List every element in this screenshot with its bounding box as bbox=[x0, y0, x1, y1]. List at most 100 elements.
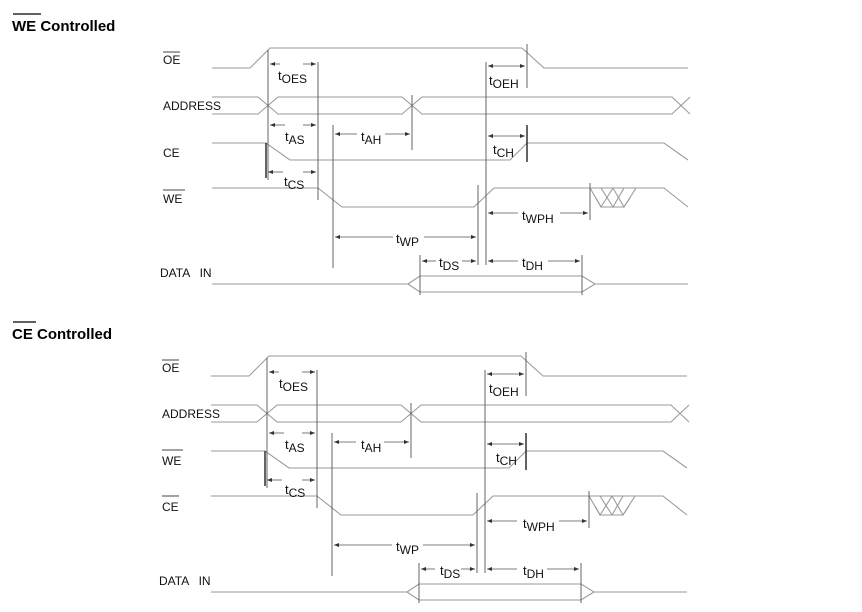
arrowhead bbox=[422, 259, 427, 263]
signal-label-data-in: DATA IN bbox=[159, 574, 211, 588]
timing-dimensions bbox=[267, 370, 587, 571]
arrowhead bbox=[310, 431, 315, 435]
row3-waveform bbox=[211, 450, 688, 469]
guide-lines bbox=[265, 44, 591, 295]
timing-label-twp: tWP bbox=[396, 231, 419, 249]
arrowhead bbox=[520, 134, 525, 138]
signal-label-we: WE bbox=[163, 192, 182, 206]
dont-care-hatch-b bbox=[600, 187, 625, 209]
arrowhead bbox=[519, 442, 524, 446]
signal-label-ce: CE bbox=[163, 146, 180, 160]
signal-label-ce: CE bbox=[162, 500, 179, 514]
timing-label-tch: tCH bbox=[493, 142, 514, 160]
dim-tdh bbox=[487, 567, 579, 571]
arrowhead bbox=[270, 62, 275, 66]
dont-care-hatch-a bbox=[589, 186, 637, 209]
row4-waveform-b bbox=[635, 495, 688, 516]
arrowhead bbox=[574, 567, 579, 571]
arrowhead bbox=[470, 567, 475, 571]
timing-label-toeh: tOEH bbox=[489, 381, 519, 399]
dim-tah bbox=[335, 132, 410, 136]
arrowhead bbox=[311, 170, 316, 174]
panel-title: WE Controlled bbox=[12, 18, 115, 35]
timing-label-twp: tWP bbox=[396, 539, 419, 557]
dont-care-hatch-a bbox=[588, 494, 636, 517]
timing-label-toes: tOES bbox=[279, 376, 308, 394]
dim-tas bbox=[270, 123, 316, 127]
signal-label-data-in: DATA IN bbox=[160, 266, 212, 280]
data-in-upper bbox=[407, 275, 688, 285]
dim-twp bbox=[335, 235, 476, 239]
dim-twph bbox=[488, 211, 588, 215]
signal-label-we: WE bbox=[162, 454, 181, 468]
guide-lines bbox=[264, 352, 590, 603]
timing-label-tas: tAS bbox=[285, 129, 305, 147]
data-in-lower bbox=[407, 283, 596, 293]
arrowhead bbox=[268, 170, 273, 174]
arrowhead bbox=[582, 519, 587, 523]
dim-twph bbox=[487, 519, 587, 523]
timing-label-tah: tAH bbox=[361, 129, 381, 147]
row4-waveform-a bbox=[211, 495, 589, 516]
arrowhead bbox=[421, 567, 426, 571]
arrowhead bbox=[335, 132, 340, 136]
arrowhead bbox=[404, 440, 409, 444]
address-waveform-lower bbox=[212, 96, 691, 115]
arrowhead bbox=[487, 567, 492, 571]
arrowhead bbox=[471, 259, 476, 263]
arrowhead bbox=[487, 442, 492, 446]
timing-dimensions bbox=[268, 62, 588, 263]
timing-label-twph: tWPH bbox=[522, 208, 554, 226]
arrowhead bbox=[311, 62, 316, 66]
dim-toes bbox=[270, 62, 316, 66]
signal-label-address: ADDRESS bbox=[162, 407, 220, 421]
arrowhead bbox=[267, 478, 272, 482]
address-waveform-upper bbox=[211, 404, 690, 423]
arrowhead bbox=[335, 235, 340, 239]
dim-toeh bbox=[487, 372, 524, 376]
dim-tah bbox=[334, 440, 409, 444]
arrowhead bbox=[269, 431, 274, 435]
arrowhead bbox=[520, 64, 525, 68]
arrowhead bbox=[310, 370, 315, 374]
dim-toes bbox=[269, 370, 315, 374]
dim-tch bbox=[488, 134, 525, 138]
timing-label-tds: tDS bbox=[439, 255, 459, 273]
arrowhead bbox=[334, 440, 339, 444]
timing-label-toeh: tOEH bbox=[489, 73, 519, 91]
dim-tch bbox=[487, 442, 524, 446]
dim-toeh bbox=[488, 64, 525, 68]
arrowhead bbox=[488, 259, 493, 263]
arrowhead bbox=[311, 123, 316, 127]
timing-label-tcs: tCS bbox=[284, 174, 304, 192]
timing-label-tds: tDS bbox=[440, 563, 460, 581]
arrowhead bbox=[487, 519, 492, 523]
arrowhead bbox=[488, 64, 493, 68]
timing-label-tch: tCH bbox=[496, 450, 517, 468]
dont-care-bottom bbox=[594, 505, 630, 516]
data-in-lower bbox=[406, 591, 595, 601]
timing-label-toes: tOES bbox=[278, 68, 307, 86]
row3-waveform bbox=[212, 142, 689, 161]
arrowhead bbox=[310, 478, 315, 482]
arrowhead bbox=[519, 372, 524, 376]
address-waveform-upper bbox=[212, 96, 691, 115]
oe-waveform bbox=[211, 355, 687, 377]
arrowhead bbox=[575, 259, 580, 263]
dim-tcs bbox=[268, 170, 316, 174]
dim-tdh bbox=[488, 259, 580, 263]
dont-care-hatch-b bbox=[599, 495, 624, 517]
timing-label-tdh: tDH bbox=[522, 255, 543, 273]
arrowhead bbox=[488, 211, 493, 215]
dim-tds bbox=[422, 259, 476, 263]
dim-tcs bbox=[267, 478, 315, 482]
dim-tds bbox=[421, 567, 475, 571]
data-in-upper bbox=[406, 583, 687, 593]
arrowhead bbox=[405, 132, 410, 136]
signal-label-oe: OE bbox=[162, 361, 179, 375]
timing-label-tdh: tDH bbox=[523, 563, 544, 581]
timing-label-tah: tAH bbox=[361, 437, 381, 455]
row4-waveform-a bbox=[212, 187, 590, 208]
timing-label-tas: tAS bbox=[285, 437, 305, 455]
